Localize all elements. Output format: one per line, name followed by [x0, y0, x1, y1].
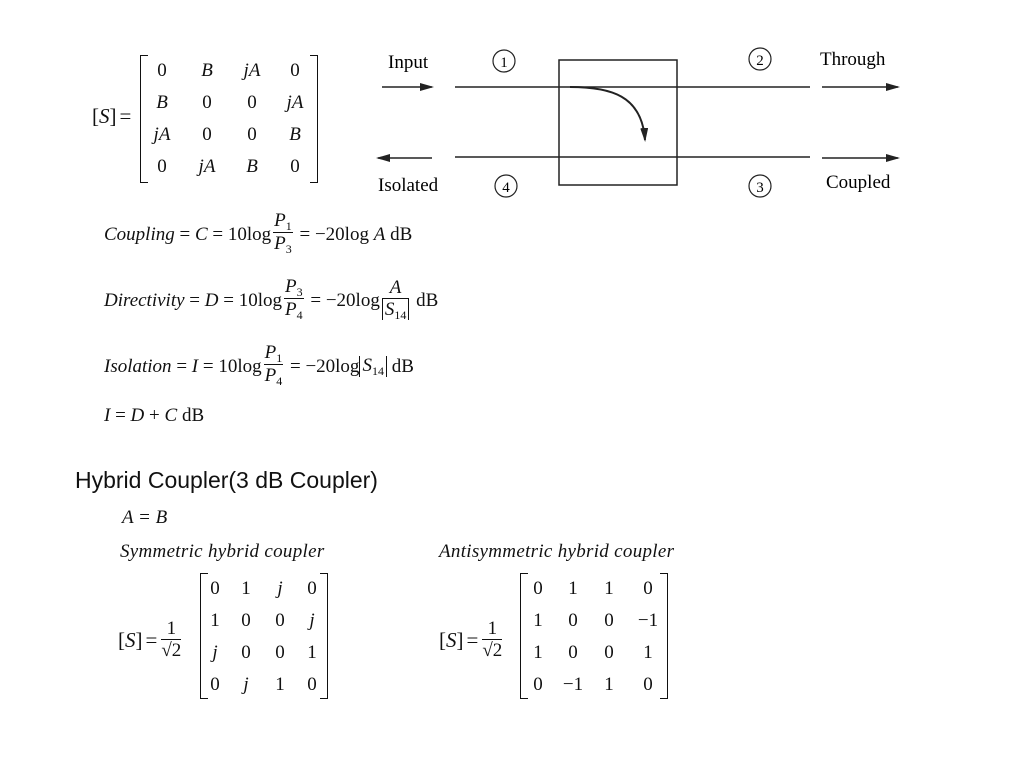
- matrix-cell: 0: [202, 124, 212, 145]
- matrix-cell: 0: [275, 610, 285, 631]
- matrix-cell: j: [277, 578, 283, 599]
- matrix-cell: 0: [533, 578, 543, 599]
- symmetric-title: Symmetric hybrid coupler: [120, 541, 325, 562]
- matrix-cell: 0: [210, 578, 220, 599]
- coupler-diagram: 1 2 3 4 Input Through Isolated Coupled: [376, 47, 900, 198]
- matrix-cell: jA: [198, 156, 216, 177]
- matrix-cell: 0: [247, 92, 257, 113]
- matrix-cell: B: [289, 124, 301, 145]
- matrix-cell: −1: [637, 610, 659, 631]
- matrix-cell: 0: [604, 610, 614, 631]
- coupling-equation: Coupling = C = 10log P1 P3 = −20log A dB: [104, 209, 413, 257]
- matrix-cell: −1: [562, 674, 584, 695]
- matrix-cell: 1: [533, 610, 543, 631]
- port-4: 4: [494, 174, 518, 198]
- matrix-cell: B: [201, 60, 213, 81]
- matrix-cell: 0: [210, 674, 220, 695]
- matrix-cell: 1: [275, 674, 285, 695]
- matrix-cell: 0: [604, 642, 614, 663]
- directivity-fraction-2: A S14: [381, 277, 410, 323]
- relation-equation: I = D + C dB: [104, 405, 205, 426]
- label-isolated: Isolated: [378, 175, 439, 196]
- symmetric-lhs: [S]= 1 √2: [118, 617, 182, 661]
- label-through: Through: [820, 49, 886, 70]
- directivity-equation: Directivity = D = 10log P3 P4 = −20log A…: [104, 275, 439, 323]
- matrix-cell: j: [243, 674, 249, 695]
- svg-text:4: 4: [502, 180, 510, 196]
- matrix-cell: 1: [568, 578, 578, 599]
- matrix-cell: B: [156, 92, 168, 113]
- matrix-cell: 1: [307, 642, 317, 663]
- s-matrix-lhs: [S]=: [92, 104, 132, 128]
- isolation-fraction: P1 P4: [263, 341, 284, 389]
- matrix-cell: 0: [290, 156, 300, 177]
- matrix-cell: 0: [247, 124, 257, 145]
- matrix-cell: jA: [243, 60, 261, 81]
- matrix-cell: 0: [290, 60, 300, 81]
- matrix-cell: 0: [643, 578, 653, 599]
- svg-text:3: 3: [756, 180, 764, 196]
- matrix-cell: 0: [275, 642, 285, 663]
- matrix-cell: 0: [241, 610, 251, 631]
- matrix-cell: 1: [604, 578, 614, 599]
- directivity-fraction: P3 P4: [284, 275, 304, 323]
- matrix-cell: 1: [604, 674, 614, 695]
- port-3: 3: [748, 174, 772, 198]
- matrix-cell: 0: [533, 674, 543, 695]
- coupling-arrow: [569, 86, 649, 142]
- antisymmetric-matrix: 0 1 1 0 1 0 0 −1 1 0 0 1 0 −1 1 0: [520, 573, 668, 699]
- port-1: 1: [492, 49, 516, 73]
- matrix-cell: jA: [153, 124, 171, 145]
- matrix-cell: 0: [568, 610, 578, 631]
- matrix-cell: 1: [533, 642, 543, 663]
- matrix-cell: j: [309, 610, 315, 631]
- matrix-cell: 0: [202, 92, 212, 113]
- svg-text:1: 1: [500, 55, 508, 71]
- matrix-cell: 0: [241, 642, 251, 663]
- antisymmetric-lhs: [S]= 1 √2: [439, 617, 503, 661]
- matrix-cell: 1: [643, 642, 653, 663]
- port-2: 2: [748, 47, 772, 71]
- matrix-cell: 0: [157, 156, 167, 177]
- antisymmetric-title: Antisymmetric hybrid coupler: [439, 541, 675, 562]
- matrix-cell: 1: [241, 578, 251, 599]
- svg-text:2: 2: [756, 53, 764, 69]
- coupling-fraction: P1 P3: [273, 209, 293, 257]
- matrix-cell: 0: [157, 60, 167, 81]
- matrix-cell: B: [246, 156, 258, 177]
- matrix-cell: 0: [643, 674, 653, 695]
- hybrid-heading: Hybrid Coupler(3 dB Coupler): [75, 467, 378, 493]
- matrix-cell: 1: [210, 610, 220, 631]
- s-symbol: S: [99, 104, 110, 128]
- matrix-cell: 0: [568, 642, 578, 663]
- matrix-cell: 0: [307, 578, 317, 599]
- matrix-cell: jA: [286, 92, 304, 113]
- coupler-box: [558, 59, 678, 186]
- matrix-cell: 0: [307, 674, 317, 695]
- label-input: Input: [388, 52, 429, 73]
- hybrid-condition: A = B: [122, 507, 168, 528]
- matrix-cell: j: [212, 642, 218, 663]
- label-coupled: Coupled: [826, 172, 891, 193]
